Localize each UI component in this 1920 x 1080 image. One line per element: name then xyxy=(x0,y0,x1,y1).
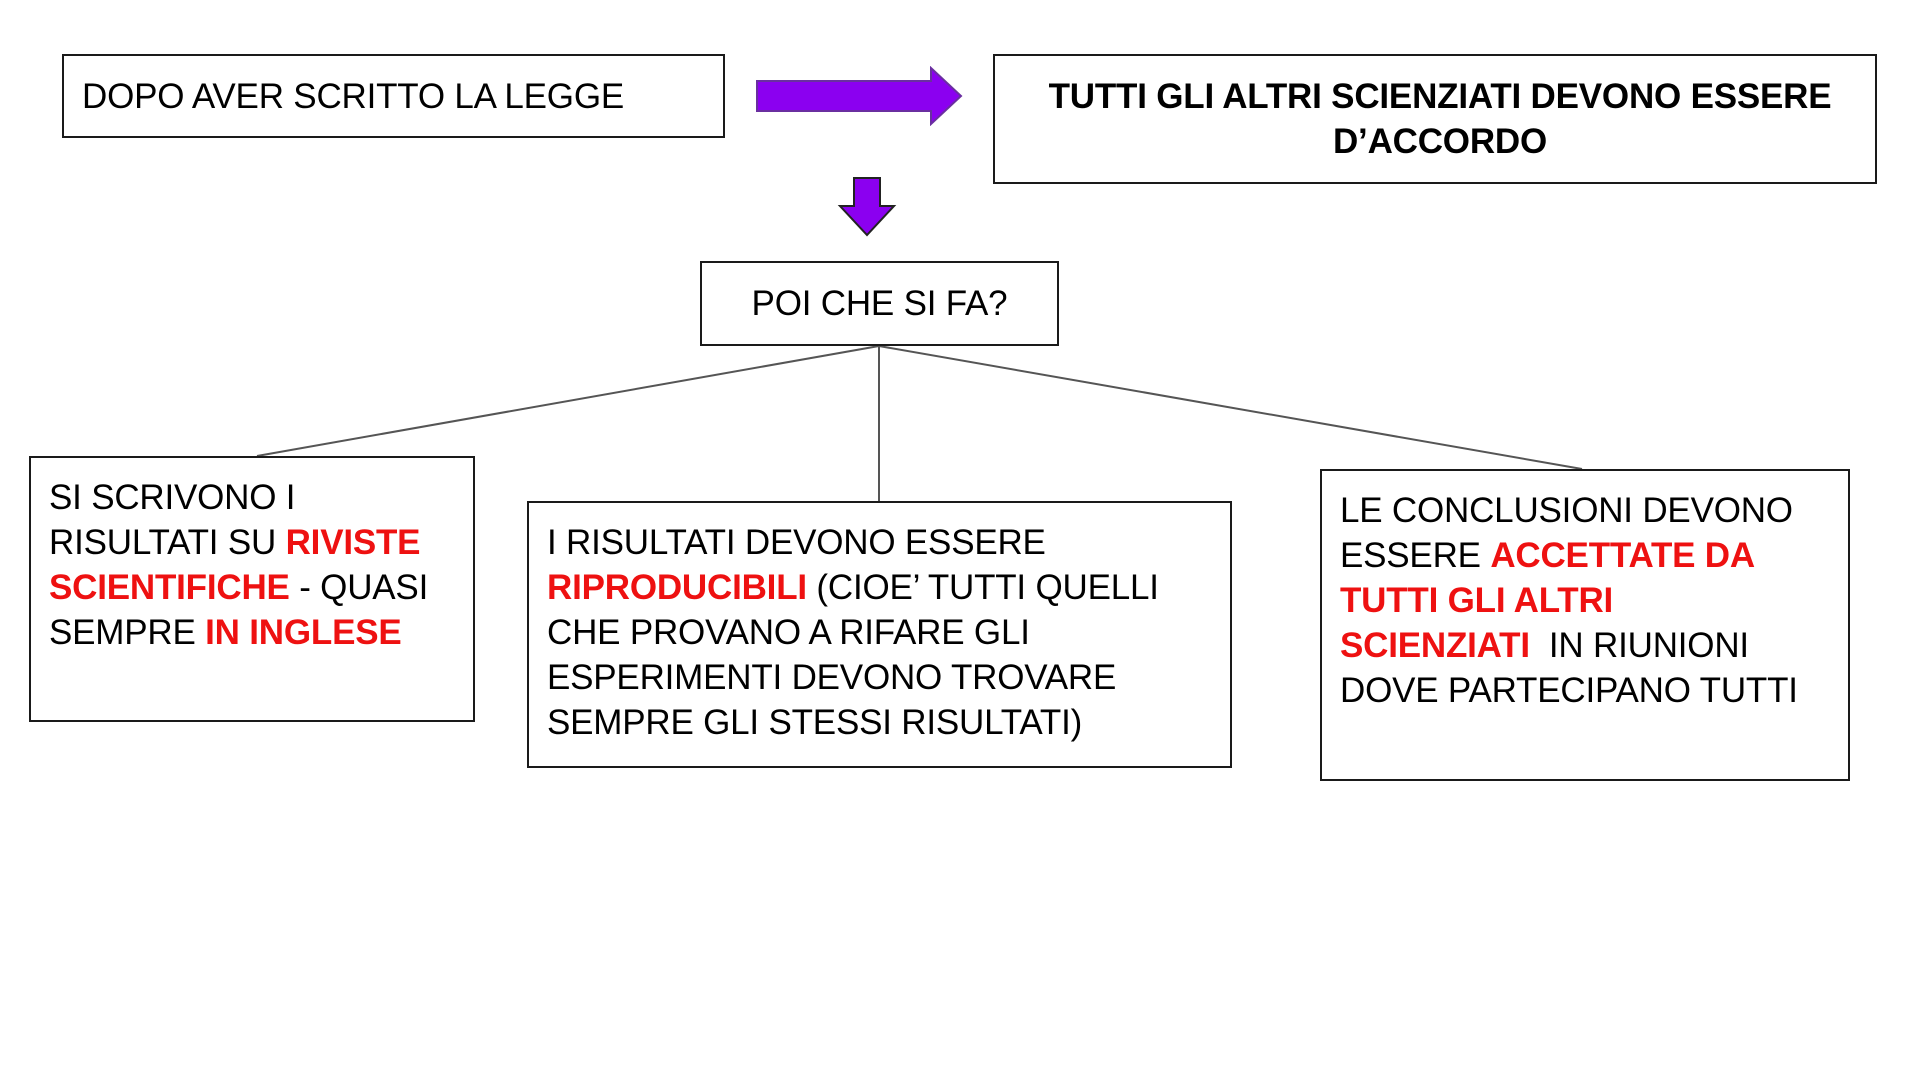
highlighted-text: IN INGLESE xyxy=(205,613,402,652)
text-line: RIPRODUCIBILI (CIOE’ TUTTI QUELLI xyxy=(547,565,1222,610)
text-line: I RISULTATI DEVONO ESSERE xyxy=(547,520,1222,565)
goal-line: TUTTI GLI ALTRI SCIENZIATI DEVONO ESSERE xyxy=(1048,77,1832,116)
plain-text: ESPERIMENTI DEVONO TROVARE xyxy=(547,658,1117,697)
text-line: SCIENTIFICHE - QUASI xyxy=(49,565,465,610)
text-line: CHE PROVANO A RIFARE GLI xyxy=(547,610,1222,655)
text-line: SEMPRE GLI STESSI RISULTATI) xyxy=(547,700,1222,745)
goal-line: D’ACCORDO xyxy=(1332,122,1548,161)
down-arrow-icon xyxy=(837,177,897,237)
plain-text: CHE PROVANO A RIFARE GLI xyxy=(547,613,1030,652)
plain-text: RISULTATI SU xyxy=(49,523,286,562)
plain-text: DOVE PARTECIPANO TUTTI xyxy=(1340,671,1798,710)
text-line: RISULTATI SU RIVISTE xyxy=(49,520,465,565)
text-line: TUTTI GLI ALTRI xyxy=(1340,578,1840,623)
start-box: DOPO AVER SCRITTO LA LEGGE xyxy=(62,54,725,138)
highlighted-text: SCIENZIATI xyxy=(1340,626,1530,665)
plain-text: (CIOE’ TUTTI QUELLI xyxy=(806,568,1159,607)
plain-text: I RISULTATI DEVONO ESSERE xyxy=(547,523,1046,562)
plain-text: ESSERE xyxy=(1340,536,1491,575)
text-line: SCIENZIATI IN RIUNIONI xyxy=(1340,623,1840,668)
start-box-text: DOPO AVER SCRITTO LA LEGGE xyxy=(82,77,624,116)
question-box-text: POI CHE SI FA? xyxy=(751,284,1008,323)
plain-text: SI SCRIVONO I xyxy=(49,478,296,517)
highlighted-text: SCIENTIFICHE xyxy=(49,568,290,607)
highlighted-text: ACCETTATE DA xyxy=(1490,536,1755,575)
connector-left xyxy=(256,345,880,457)
text-line: SEMPRE IN INGLESE xyxy=(49,610,465,655)
highlighted-text: TUTTI GLI ALTRI xyxy=(1340,581,1614,620)
text-line: ESSERE ACCETTATE DA xyxy=(1340,533,1840,578)
right-arrow-icon xyxy=(756,66,963,126)
plain-text: SEMPRE GLI STESSI RISULTATI) xyxy=(547,703,1083,742)
plain-text: - QUASI xyxy=(289,568,429,607)
plain-text: IN RIUNIONI xyxy=(1529,626,1749,665)
plain-text: LE CONCLUSIONI DEVONO xyxy=(1340,491,1793,530)
text-line: DOVE PARTECIPANO TUTTI xyxy=(1340,668,1840,713)
connector-right xyxy=(878,345,1583,470)
text-line: SI SCRIVONO I xyxy=(49,475,465,520)
plain-text: SEMPRE xyxy=(49,613,206,652)
goal-box: TUTTI GLI ALTRI SCIENZIATI DEVONO ESSERE… xyxy=(993,54,1877,184)
text-line: ESPERIMENTI DEVONO TROVARE xyxy=(547,655,1222,700)
question-box: POI CHE SI FA? xyxy=(700,261,1059,346)
highlighted-text: RIPRODUCIBILI xyxy=(547,568,807,607)
highlighted-text: RIVISTE xyxy=(285,523,421,562)
text-line: LE CONCLUSIONI DEVONO xyxy=(1340,488,1840,533)
goal-box-text: TUTTI GLI ALTRI SCIENZIATI DEVONO ESSERE… xyxy=(995,74,1875,164)
